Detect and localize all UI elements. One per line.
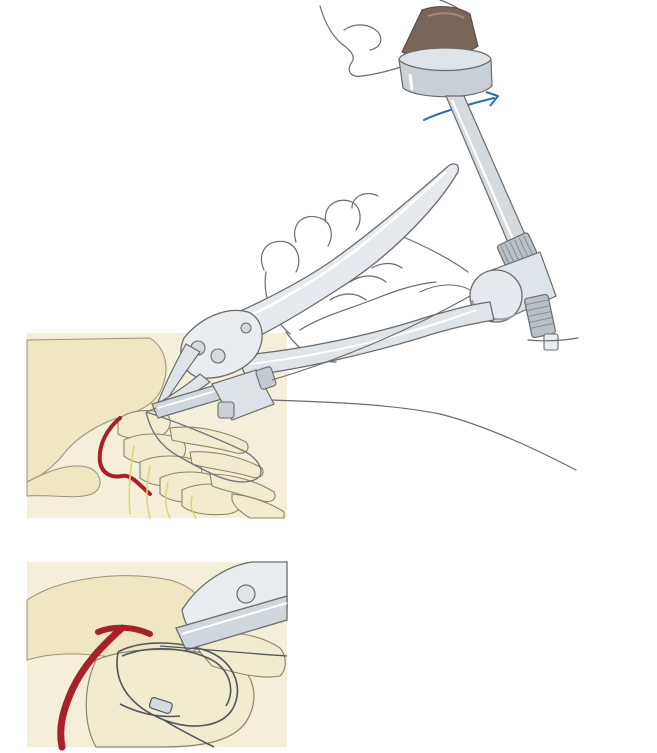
side-knurl-lines xyxy=(525,299,554,329)
knob-cap-highlight xyxy=(427,12,465,19)
closeup-wire xyxy=(116,642,239,748)
wrist-upper xyxy=(527,337,579,342)
side-pin-tip xyxy=(543,333,559,351)
upper-handle-highlight xyxy=(213,171,447,334)
closeup-artery-upper xyxy=(95,624,153,637)
tensioner-shaft xyxy=(445,95,531,253)
rotary-tensioner xyxy=(398,5,559,351)
tube-end-fitting xyxy=(255,366,277,390)
skull-outline xyxy=(26,337,167,483)
wire-strand-loop xyxy=(419,284,471,293)
rotation-arrow-head xyxy=(485,91,499,107)
wire-crimp-sleeve xyxy=(148,697,173,714)
knob-collar-body xyxy=(398,58,493,98)
closeup-jaw-pivot xyxy=(236,584,256,604)
spinous-process-4 xyxy=(231,493,285,519)
wrist-lower xyxy=(269,399,577,471)
pivot-rivet-2 xyxy=(210,348,226,364)
closeup-instrument-shaft xyxy=(175,595,288,651)
finger-1 xyxy=(260,240,300,273)
knuckle-lines xyxy=(329,262,403,301)
lower-handle-highlight xyxy=(249,309,477,365)
finger-2 xyxy=(294,215,332,247)
vertebral-artery xyxy=(97,416,152,496)
pivot-rivet-3 xyxy=(240,322,252,334)
closeup-bone-upper xyxy=(26,575,209,663)
knurl-lines xyxy=(500,235,533,265)
closeup-shaft-highlight xyxy=(181,602,288,635)
spinous-process-3 xyxy=(209,473,276,503)
knob-collar-highlight xyxy=(408,73,414,91)
closeup-artery xyxy=(57,624,126,751)
closeup-wire-strand xyxy=(159,645,288,657)
inset-wire-closeup xyxy=(26,561,288,751)
spine-wire-loop xyxy=(145,411,262,483)
finger-3 xyxy=(324,199,361,231)
nerve-roots xyxy=(128,445,197,519)
wire-to-spine xyxy=(145,407,157,415)
pliers-upper-handle xyxy=(196,163,459,349)
tensioner-shaft-highlight xyxy=(450,99,518,247)
tube-side-cap xyxy=(217,401,235,419)
finger-4 xyxy=(351,193,379,209)
mandible-outline xyxy=(26,465,101,498)
pliers xyxy=(145,163,495,421)
tension-wire xyxy=(271,295,471,381)
